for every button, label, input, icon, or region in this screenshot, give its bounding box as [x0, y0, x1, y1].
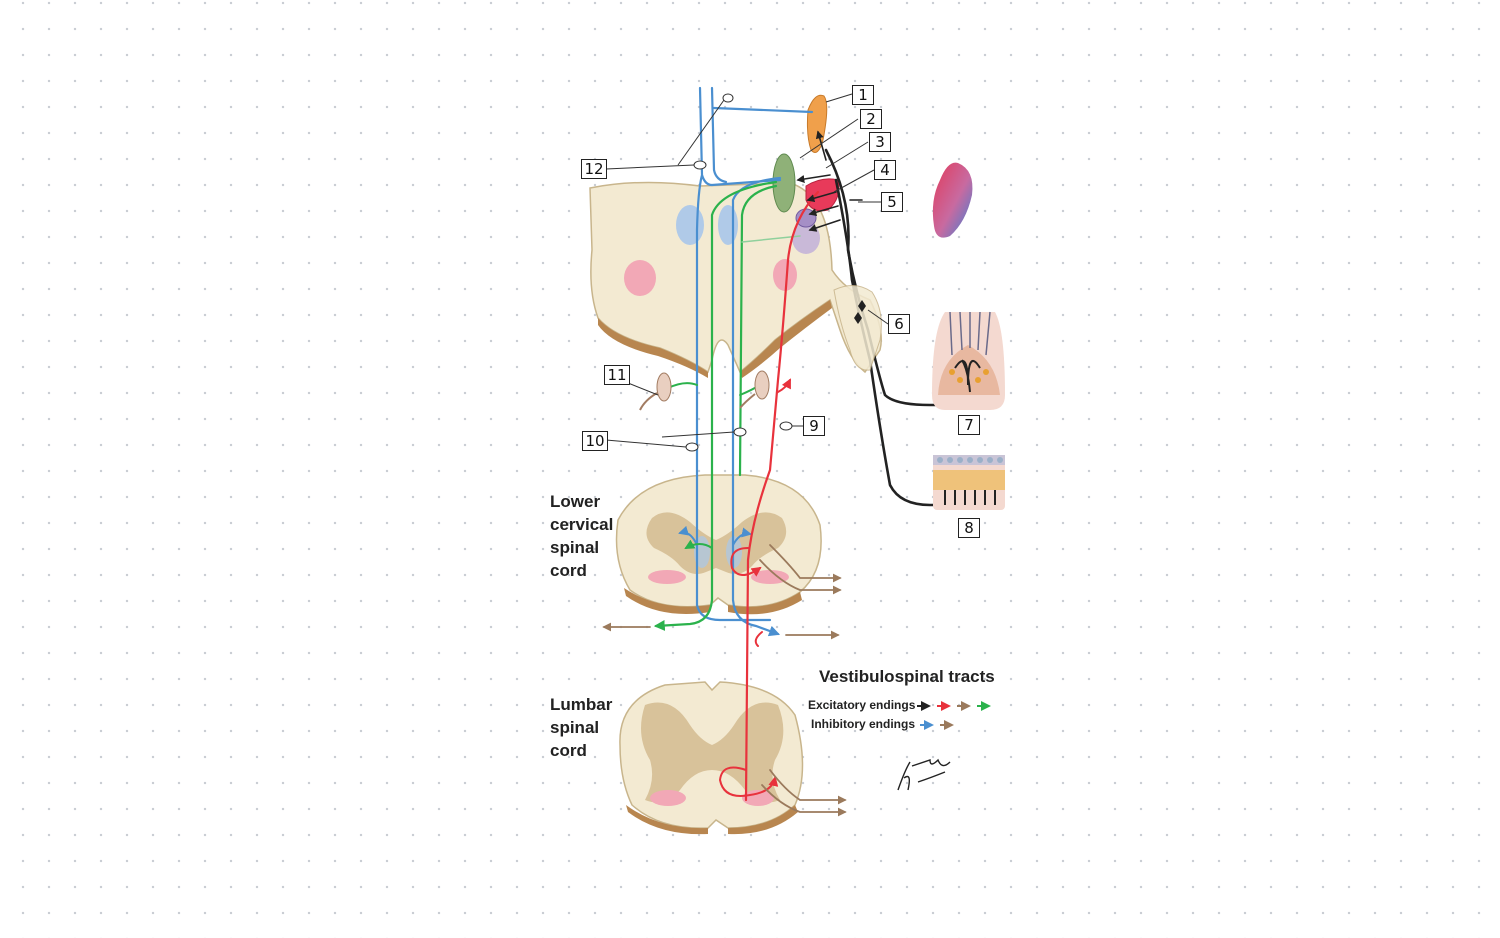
red-branch-cervical — [730, 547, 762, 577]
blue-branch-cervical-right — [732, 527, 752, 546]
callout-7: 7 — [958, 415, 980, 435]
callout-3: 3 — [869, 132, 891, 152]
medial-green-tract — [653, 180, 778, 631]
red-branch-root — [777, 378, 791, 393]
medulla-pink-nucleus-left — [624, 260, 656, 296]
callout-10: 10 — [582, 431, 608, 451]
legend-excitatory-label: Excitatory endings — [808, 698, 916, 712]
medulla-pink-nucleus-right — [773, 259, 797, 291]
leader-lines — [605, 93, 889, 452]
nerve-fiber-4 — [808, 219, 841, 232]
otolith-crystal-icon — [932, 162, 973, 238]
lumbar-cord-section — [619, 681, 804, 835]
callout-5: 5 — [881, 192, 903, 212]
callout-6: 6 — [888, 314, 910, 334]
crista-ampullaris-icon — [932, 311, 1005, 410]
legend-swatches — [917, 701, 991, 730]
callout-2: 2 — [860, 109, 882, 129]
callout-9: 9 — [803, 416, 825, 436]
macula-icon — [933, 455, 1005, 510]
callout-1: 1 — [852, 85, 874, 105]
green-branch-medulla — [741, 235, 801, 243]
medulla-section — [589, 181, 882, 378]
lateral-red-tract — [744, 190, 820, 802]
nerve-fiber-5 — [815, 130, 827, 161]
nerve-fiber-3 — [808, 205, 839, 217]
lumbar-gray-matter — [641, 702, 784, 803]
red-branch-cervical-2 — [754, 631, 763, 647]
lateral-vestibular-nucleus — [805, 178, 840, 212]
vestibular-ganglion-root — [833, 285, 882, 371]
cervical-pink-left — [648, 570, 686, 584]
dorsal-root-ganglion-left — [656, 372, 672, 402]
nerve-fiber-1 — [796, 174, 831, 183]
brown-efferent-cervical-2 — [759, 559, 842, 595]
brown-efferent-lumbar-1 — [769, 769, 847, 805]
callout-12: 12 — [581, 159, 607, 179]
medial-blue-tract-top — [710, 86, 814, 184]
callout-11: 11 — [604, 365, 630, 385]
superior-vestibular-nucleus — [806, 94, 828, 153]
nerve-fiber-2 — [806, 191, 837, 203]
dorsal-root-ganglion-right — [754, 370, 770, 400]
ganglion-cell-1 — [858, 300, 866, 312]
medial-blue-tract-left — [695, 86, 782, 622]
label-lumbar-spinal-cord: Lumbar spinal cord — [550, 695, 613, 760]
cervical-cord-section — [615, 474, 822, 615]
dorsal-root-ganglia — [639, 370, 770, 411]
medulla-blue-nucleus-right — [718, 205, 738, 245]
legend-inhibitory-label: Inhibitory endings — [811, 717, 915, 731]
label-lower-cervical-spinal-cord: Lower cervical spinal cord — [550, 492, 614, 580]
legend-title: Vestibulospinal tracts — [819, 667, 995, 686]
medulla-blue-nucleus-left — [676, 205, 704, 245]
medial-green-tract-right — [738, 184, 778, 477]
green-branch-root-left — [667, 382, 698, 389]
brown-efferent-cervical-1 — [769, 544, 842, 583]
artist-signature — [897, 758, 951, 791]
green-branch-cervical — [684, 539, 713, 549]
ganglion-cell-2 — [854, 312, 862, 324]
brown-efferent-lumbar-2 — [761, 784, 847, 817]
blue-branch-cervical-left — [678, 525, 698, 546]
lumbar-pink-left — [650, 790, 686, 806]
callout-8: 8 — [958, 518, 980, 538]
callout-4: 4 — [874, 160, 896, 180]
